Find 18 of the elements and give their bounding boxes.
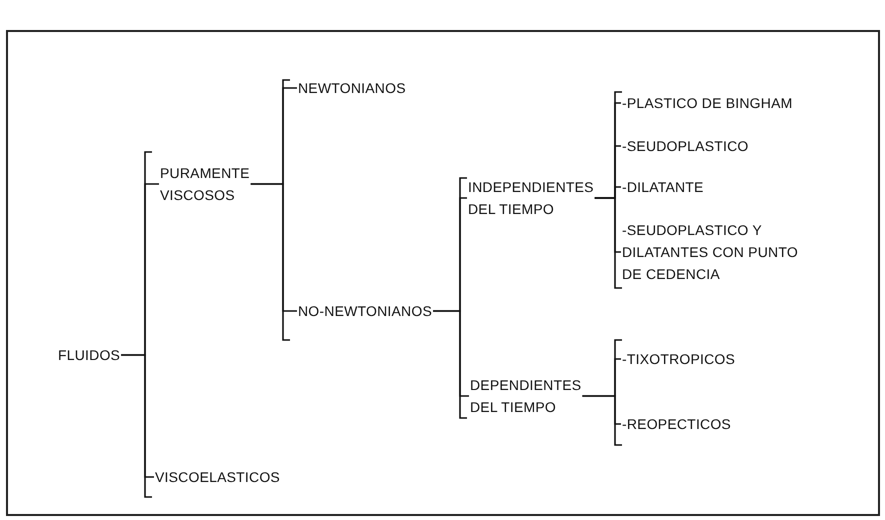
category-label: NO-NEWTONIANOS (298, 300, 448, 322)
bracket-connector (121, 354, 154, 478)
category-label: -SEUDOPLASTICO Y DILATANTES CON PUNTO DE CEDENCIA (622, 219, 812, 285)
category-label: FLUIDOS (58, 344, 138, 366)
category-label: VISCOELASTICOS (155, 466, 305, 488)
category-label: -PLASTICO DE BINGHAM (622, 92, 822, 114)
category-label: INDEPENDIENTES DEL TIEMPO (468, 176, 618, 220)
category-label: -SEUDOPLASTICO (622, 135, 822, 157)
category-label: PURAMENTE VISCOSOS (160, 162, 270, 206)
bracket-connector (594, 197, 621, 253)
bracket-connector (250, 183, 297, 312)
category-label: -TIXOTROPICOS (622, 348, 822, 370)
category-label: -DILATANTE (622, 176, 822, 198)
bracket-connector (433, 310, 469, 397)
category-label: NEWTONIANOS (298, 77, 428, 99)
bracket-connector (582, 395, 621, 425)
category-label: DEPENDIENTES DEL TIEMPO (470, 374, 610, 418)
category-label: -REOPECTICOS (622, 413, 822, 435)
